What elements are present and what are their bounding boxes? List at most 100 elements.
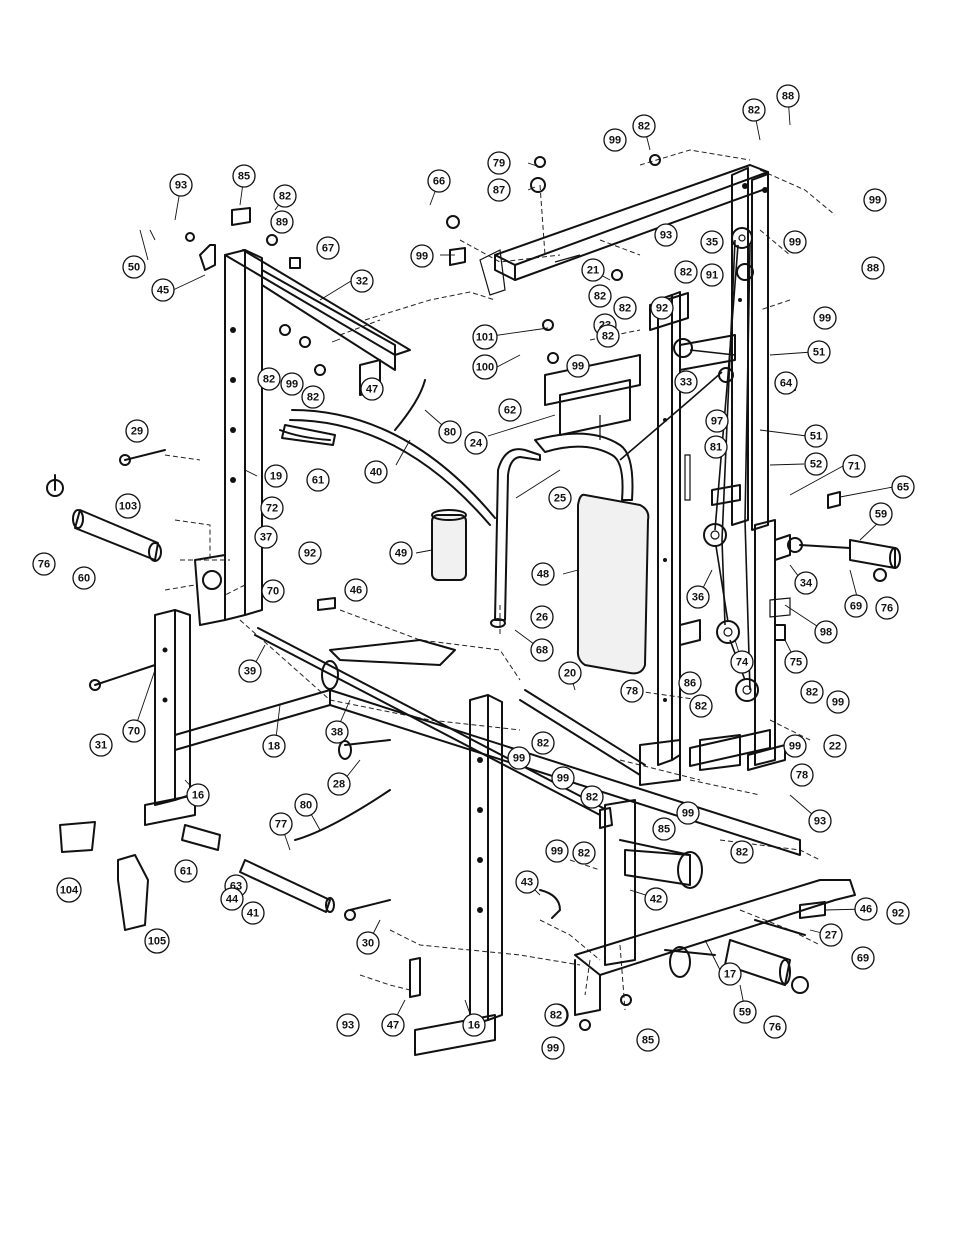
part-callout: 80 <box>438 420 462 444</box>
part-number-label: 78 <box>626 686 638 698</box>
part-number-label: 42 <box>650 894 662 906</box>
part-number-label: 93 <box>342 1020 354 1032</box>
part-number-label: 99 <box>682 808 694 820</box>
part-number-label: 59 <box>875 509 887 521</box>
part-number-label: 88 <box>867 263 879 275</box>
part-number-label: 82 <box>602 331 614 343</box>
part-number-label: 41 <box>247 908 259 920</box>
part-number-label: 40 <box>370 467 382 479</box>
right-tower <box>639 167 786 786</box>
part-number-label: 76 <box>769 1022 781 1034</box>
part-callout: 32 <box>350 269 374 293</box>
part-callout: 89 <box>270 210 294 234</box>
part-number-label: 30 <box>362 938 374 950</box>
part-callout: 51 <box>807 340 831 364</box>
part-number-label: 99 <box>557 773 569 785</box>
part-callout: 82 <box>531 731 555 755</box>
part-number-label: 91 <box>706 270 718 282</box>
part-callout: 76 <box>763 1015 787 1039</box>
part-callout: 24 <box>464 431 488 455</box>
part-callout: 77 <box>269 812 293 836</box>
part-number-label: 80 <box>444 427 456 439</box>
part-callout: 85 <box>652 817 676 841</box>
part-callout: 76 <box>875 596 899 620</box>
part-callout: 99 <box>603 128 627 152</box>
part-number-label: 69 <box>857 953 869 965</box>
part-callout: 82 <box>301 385 325 409</box>
part-callout: 71 <box>842 454 866 478</box>
part-callout: 51 <box>804 424 828 448</box>
part-callout: 82 <box>544 1003 568 1027</box>
part-number-label: 69 <box>850 601 862 613</box>
part-number-label: 16 <box>468 1020 480 1032</box>
part-number-label: 71 <box>848 461 860 473</box>
part-callout: 36 <box>686 585 710 609</box>
part-number-label: 32 <box>356 276 368 288</box>
part-number-label: 75 <box>790 657 802 669</box>
part-number-label: 82 <box>537 738 549 750</box>
loose-parts <box>46 154 887 1031</box>
part-callout: 93 <box>169 173 193 197</box>
part-callout: 88 <box>776 84 800 108</box>
part-callout: 99 <box>813 306 837 330</box>
part-number-label: 103 <box>119 501 137 513</box>
part-number-label: 92 <box>892 908 904 920</box>
part-number-label: 82 <box>578 848 590 860</box>
part-number-label: 61 <box>180 866 192 878</box>
part-number-label: 47 <box>366 384 378 396</box>
part-number-label: 93 <box>175 180 187 192</box>
part-callout: 99 <box>783 734 807 758</box>
part-number-label: 29 <box>131 426 143 438</box>
part-callout: 98 <box>814 620 838 644</box>
part-callout: 103 <box>115 493 141 519</box>
part-number-label: 89 <box>276 217 288 229</box>
part-callout: 49 <box>389 541 413 565</box>
part-callout: 93 <box>808 809 832 833</box>
part-callout: 59 <box>869 502 893 526</box>
part-number-label: 82 <box>736 847 748 859</box>
part-number-label: 26 <box>536 612 548 624</box>
part-callout: 22 <box>823 734 847 758</box>
part-callout: 82 <box>572 841 596 865</box>
part-number-label: 85 <box>658 824 670 836</box>
part-callout: 59 <box>733 1000 757 1024</box>
part-number-label: 78 <box>796 770 808 782</box>
part-number-label: 99 <box>789 237 801 249</box>
part-number-label: 82 <box>695 701 707 713</box>
part-number-label: 43 <box>521 877 533 889</box>
part-callout: 45 <box>151 278 175 302</box>
part-callout: 81 <box>704 435 728 459</box>
part-callout: 99 <box>551 766 575 790</box>
part-number-label: 59 <box>739 1007 751 1019</box>
part-callout: 65 <box>891 475 915 499</box>
part-number-label: 28 <box>333 779 345 791</box>
part-number-label: 19 <box>270 471 282 483</box>
part-callout: 99 <box>826 690 850 714</box>
part-callout: 35 <box>700 230 724 254</box>
part-callout: 99 <box>783 230 807 254</box>
part-callout: 99 <box>280 372 304 396</box>
part-callout: 64 <box>774 371 798 395</box>
part-callout: 99 <box>676 801 700 825</box>
part-callout: 100 <box>472 354 498 380</box>
part-number-label: 70 <box>267 586 279 598</box>
part-callout: 28 <box>327 772 351 796</box>
part-callout: 104 <box>56 877 82 903</box>
part-number-label: 99 <box>869 195 881 207</box>
part-callout: 48 <box>531 562 555 586</box>
part-callout: 85 <box>636 1028 660 1052</box>
part-number-label: 74 <box>736 657 749 669</box>
part-number-label: 85 <box>238 171 250 183</box>
part-callout: 92 <box>650 296 674 320</box>
part-number-label: 61 <box>312 475 324 487</box>
part-callout: 46 <box>854 897 878 921</box>
part-number-label: 99 <box>832 697 844 709</box>
part-number-label: 22 <box>829 741 841 753</box>
part-number-label: 76 <box>38 559 50 571</box>
part-number-label: 99 <box>572 361 584 373</box>
part-callout: 101 <box>472 324 498 350</box>
part-number-label: 36 <box>692 592 704 604</box>
part-number-label: 81 <box>710 442 722 454</box>
part-number-label: 105 <box>148 936 166 948</box>
part-callout: 20 <box>558 661 582 685</box>
